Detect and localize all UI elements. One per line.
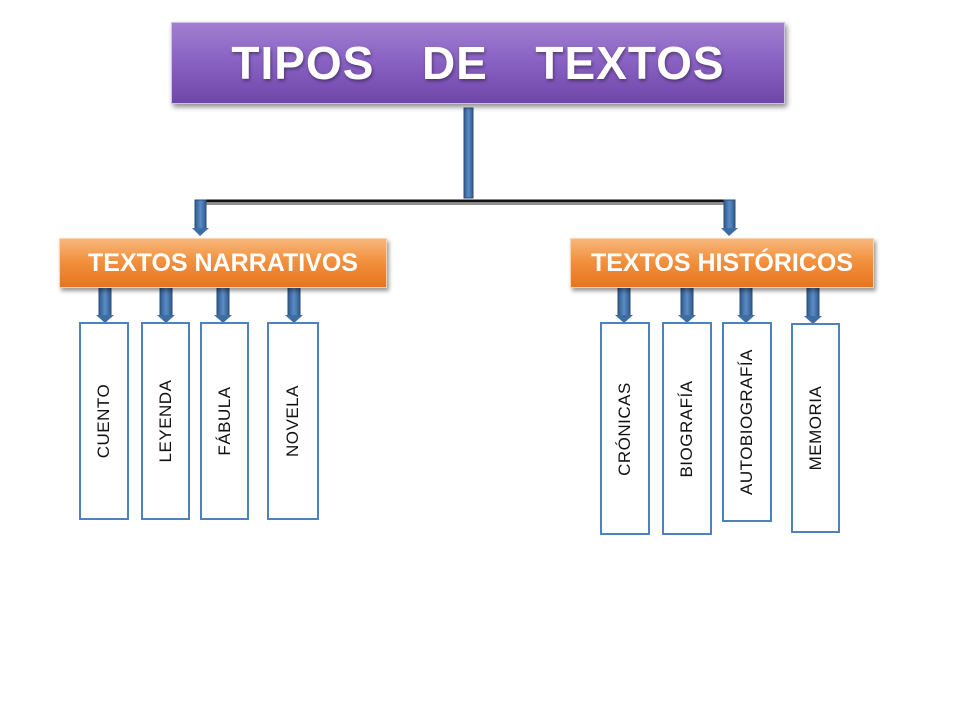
leaf-label: FÁBULA — [214, 386, 234, 456]
leaf-cronicas: CRÓNICAS — [600, 322, 650, 535]
arrow-to-novela — [285, 282, 303, 323]
arrow-to-biografia — [678, 279, 696, 323]
leaf-novela: NOVELA — [267, 322, 319, 520]
category-label: TEXTOS HISTÓRICOS — [590, 248, 854, 277]
leaf-label: CRÓNICAS — [615, 381, 634, 476]
diagram-title-box: TIPOS DE TEXTOS — [171, 22, 785, 104]
diagram-title: TIPOS DE TEXTOS — [231, 37, 725, 89]
arrow-to-cronicas — [615, 279, 633, 323]
arrow-to-cuento — [96, 286, 114, 323]
leaf-label: AUTOBIOGRAFÍA — [737, 349, 756, 495]
arrow-to-memoria — [804, 283, 822, 324]
leaf-biografia: BIOGRAFÍA — [662, 322, 712, 535]
arrow-to-leyenda — [157, 279, 175, 323]
leaf-label: LEYENDA — [155, 379, 175, 463]
arrow-to-narrativos — [192, 199, 209, 236]
leaf-fabula: FÁBULA — [200, 322, 249, 520]
leaf-autobiografia: AUTOBIOGRAFÍA — [722, 322, 772, 522]
arrow-to-autobiografia — [737, 281, 755, 323]
category-textos-narrativos: TEXTOS NARRATIVOS — [59, 238, 387, 288]
leaf-cuento: CUENTO — [79, 322, 129, 520]
leaf-label: BIOGRAFÍA — [677, 379, 696, 478]
leaf-label: MEMORIA — [805, 385, 825, 471]
arrow-to-fabula — [214, 282, 232, 323]
category-textos-historicos: TEXTOS HISTÓRICOS — [570, 238, 874, 288]
leaf-memoria: MEMORIA — [791, 323, 840, 533]
trunk-connector — [463, 107, 474, 199]
leaf-label: NOVELA — [283, 385, 302, 457]
category-label: TEXTOS NARRATIVOS — [88, 248, 358, 277]
arrow-to-historicos — [721, 199, 738, 236]
leaf-leyenda: LEYENDA — [141, 322, 190, 520]
leaf-label: CUENTO — [94, 383, 113, 459]
